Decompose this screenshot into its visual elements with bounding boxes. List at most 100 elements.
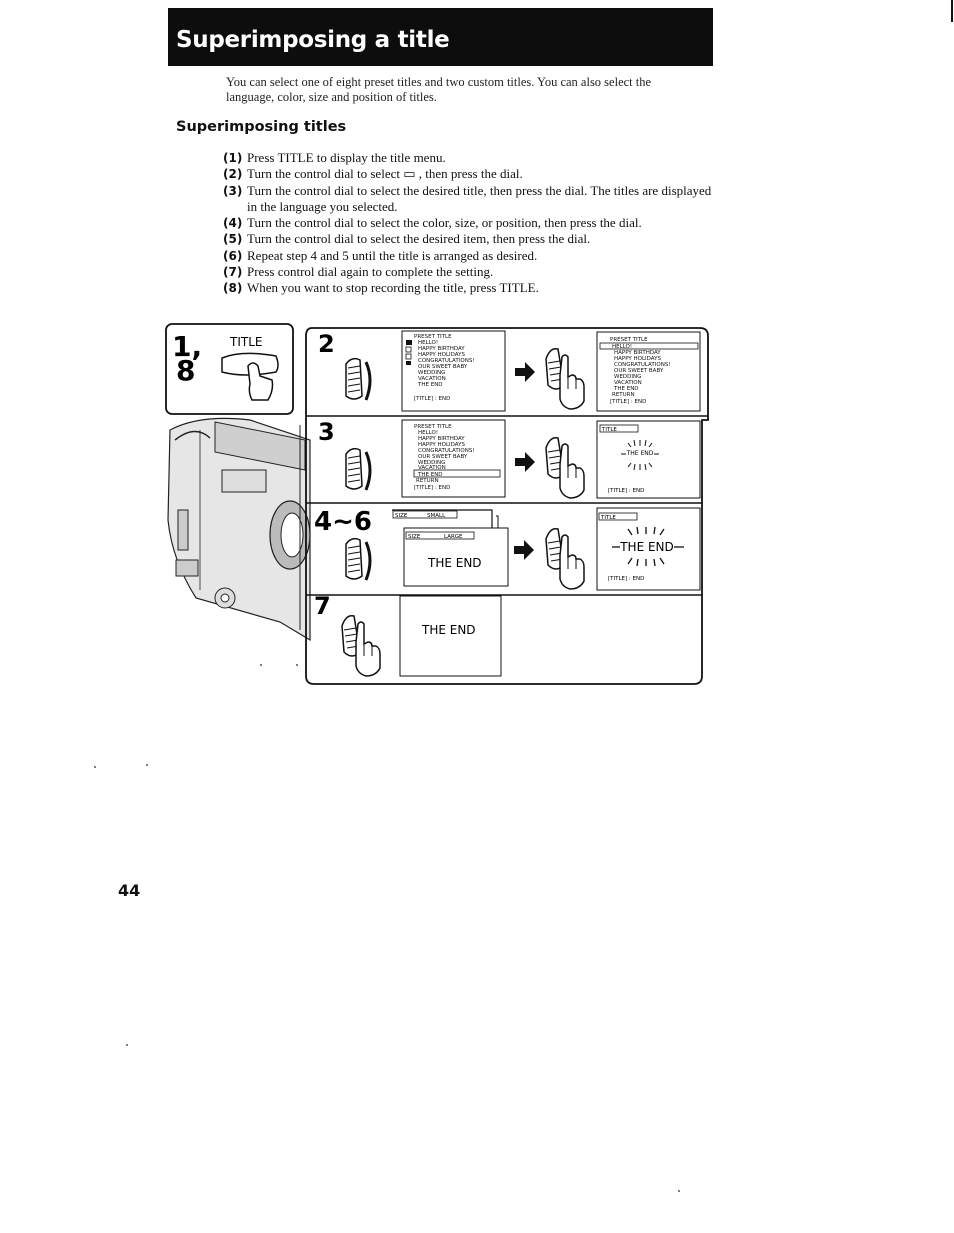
page-edge-rule [951, 0, 953, 22]
preset-title-menu-screen [401, 419, 506, 498]
step-number: (8) [223, 281, 243, 296]
menu-item: HELLO! [612, 344, 632, 350]
title-large-preview-screen [596, 507, 701, 591]
menu-item: HAPPY HOLIDAYS [418, 352, 466, 358]
menu-footer: [TITLE] : END [610, 399, 646, 405]
step-1-label: 1, [172, 330, 202, 363]
step-text: Press control dial again to complete the… [247, 264, 494, 280]
menu-item: WEDDING [614, 374, 641, 380]
step-item: (5) Turn the control dial to select the d… [223, 231, 713, 247]
size-label: SIZE [395, 513, 408, 519]
section-title: Superimposing titles [176, 119, 347, 135]
camcorder-illustration [167, 417, 311, 642]
title-preview-text: THE END [427, 556, 482, 570]
menu-highlight [413, 469, 501, 478]
page-number: 44 [118, 881, 141, 900]
menu-item: VACATION [614, 380, 642, 386]
scan-speck [126, 1044, 128, 1046]
step-number: (5) [223, 232, 243, 247]
hand-press-dial-icon [545, 347, 585, 410]
menu-item: HAPPY BIRTHDAY [418, 346, 465, 352]
hand-press-dial-icon [545, 527, 585, 590]
step-item: (8) When you want to stop recording the t… [223, 280, 713, 296]
step-number: (6) [223, 248, 243, 263]
size-option-large [405, 531, 475, 540]
scan-speck [146, 764, 148, 766]
title-tab: TITLE [600, 515, 616, 521]
menu-item: CONGRATULATIONS! [418, 358, 475, 364]
menu-item-return: RETURN [416, 478, 439, 484]
scan-speck [94, 766, 96, 768]
menu-item: CONGRATULATIONS! [614, 362, 671, 368]
menu-item: OUR SWEET BABY [418, 454, 468, 460]
menu-item: VACATION [418, 465, 446, 471]
flash-rays [621, 439, 659, 471]
control-dial-turn-icon [344, 537, 372, 582]
title-preview-screen [596, 420, 701, 499]
menu-item: WEDDING [418, 370, 445, 376]
step-item: (2)Turn the control dial to select ▭ , t… [223, 166, 713, 182]
step-text: Turn the control dial to select the colo… [247, 215, 642, 231]
size-small-label: SMALL [427, 513, 446, 519]
final-title-screen [399, 595, 502, 677]
size-menu-screen [403, 527, 509, 587]
menu-item: HELLO! [418, 430, 438, 436]
step-text: Press TITLE to display the title menu. [247, 150, 446, 165]
menu-item: THE END [417, 382, 443, 388]
step-number: (1) [223, 151, 243, 165]
menu-footer: [TITLE] : END [414, 396, 450, 402]
arrow-right-icon [515, 452, 535, 472]
menu-item-return: RETURN [612, 392, 635, 398]
menu-header: PRESET TITLE [610, 337, 648, 343]
size-option-small [392, 510, 458, 519]
title-tab: TITLE [601, 427, 617, 433]
menu-item: THE END [417, 472, 443, 478]
title-button-press-icon [221, 352, 279, 401]
menu-item: HELLO! [418, 340, 438, 346]
intro-paragraph: You can select one of eight preset title… [226, 75, 652, 104]
menu-item: OUR SWEET BABY [614, 368, 664, 374]
step-2-label: 2 [318, 330, 335, 358]
menu-highlight [599, 342, 699, 350]
flashing-title-text: THE END [626, 450, 654, 457]
step-item: (6)Repeat step 4 and 5 until the title i… [223, 248, 713, 264]
menu-footer: [TITLE] : END [608, 488, 644, 494]
menu-item: HAPPY HOLIDAYS [418, 442, 466, 448]
header-bar [168, 8, 713, 66]
menu-header: PRESET TITLE [414, 334, 452, 340]
scan-speck [678, 1190, 680, 1192]
step-item: (3)Turn the control dial to select the d… [223, 183, 713, 216]
size-label: SIZE [408, 534, 421, 540]
size-large-label: LARGE [444, 534, 463, 540]
control-dial-turn-icon [344, 357, 372, 402]
steps-2-7-panel [305, 327, 709, 685]
step-text: When you want to stop recording the titl… [247, 280, 539, 296]
hand-press-dial-icon [545, 436, 585, 499]
menu-item: WEDDING [418, 460, 445, 466]
step-3-label: 3 [318, 418, 335, 446]
steps-list: (1) Press TITLE to display the title menu… [223, 150, 713, 297]
scan-speck [296, 664, 298, 666]
flashing-title-large-text: THE END [619, 540, 674, 554]
menu-item: HAPPY BIRTHDAY [418, 436, 465, 442]
title-button-label: TITLE [229, 335, 262, 349]
menu-item: THE END [613, 386, 639, 392]
final-title-text: THE END [421, 623, 476, 637]
menu-item: HAPPY BIRTHDAY [614, 350, 661, 356]
step-text: Turn the control dial to select the desi… [247, 231, 591, 247]
step-text: Turn the control dial to select the desi… [247, 182, 712, 214]
menu-item: CONGRATULATIONS! [418, 448, 475, 454]
step-number: (4) [223, 216, 243, 231]
preset-title-menu-screen-selected [596, 331, 701, 412]
menu-item: HAPPY HOLIDAYS [614, 356, 662, 362]
step-item: (4) Turn the control dial to select the c… [223, 215, 713, 231]
step-number: (7) [223, 265, 243, 280]
menu-footer: [TITLE] : END [414, 485, 450, 491]
hand-press-dial-icon [341, 614, 381, 677]
menu-item: VACATION [418, 376, 446, 382]
step-item: (7) Press control dial again to complete … [223, 264, 713, 280]
flash-rays [612, 526, 684, 567]
step-number: (2) [223, 167, 243, 182]
step-4-6-label: 4~6 [314, 507, 372, 537]
